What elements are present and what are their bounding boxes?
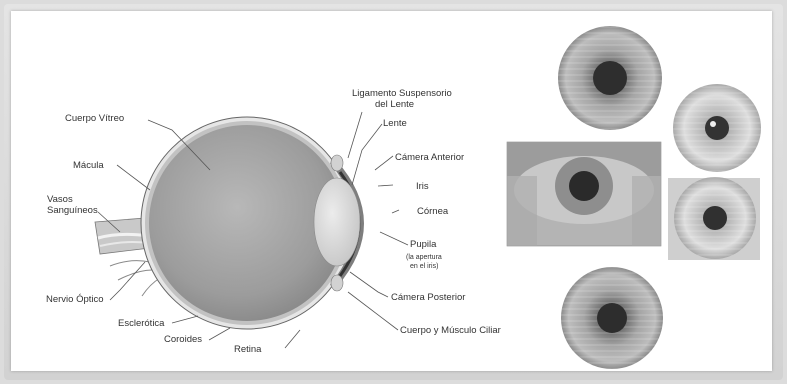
label-cuerpo-musculo-ciliar: Cuerpo y Músculo Ciliar [400, 325, 501, 336]
label-cuerpo-vitreo: Cuerpo Vítreo [65, 113, 124, 124]
label-coroides: Coroides [164, 334, 202, 345]
label-sanguineos: Sanguíneos [47, 205, 98, 216]
label-esclerotica: Esclerótica [118, 318, 165, 329]
label-lente: Lente [383, 118, 407, 129]
label-cornea: Córnea [417, 206, 449, 217]
label-pupila-note-2: en el iris) [410, 263, 438, 270]
label-camara-posterior: Cámera Posterior [391, 292, 465, 303]
lens-shape [314, 178, 360, 266]
ciliary-body-top [331, 155, 343, 171]
eye-photo-center [507, 142, 661, 246]
iris-photo-bottom [561, 267, 663, 369]
iris-photo-top [558, 26, 662, 130]
label-iris: Iris [416, 181, 429, 192]
label-pupila: Pupila [410, 239, 437, 250]
label-retina: Retina [234, 344, 262, 355]
label-macula: Mácula [73, 160, 104, 171]
iris-photo-right-upper [673, 84, 761, 172]
label-vasos: Vasos [47, 194, 73, 205]
label-nervio-optico: Nervio Óptico [46, 294, 104, 305]
label-del-lente: del Lente [375, 99, 414, 110]
iris-photos [507, 26, 761, 369]
label-pupila-note-1: (la apertura [406, 254, 442, 261]
label-ligamento: Ligamento Suspensorio [352, 88, 452, 99]
eye-cross-section [95, 117, 364, 329]
iris-photo-right-middle [668, 177, 760, 260]
label-camara-anterior: Cámera Anterior [395, 152, 464, 163]
ciliary-body-bottom [331, 275, 343, 291]
